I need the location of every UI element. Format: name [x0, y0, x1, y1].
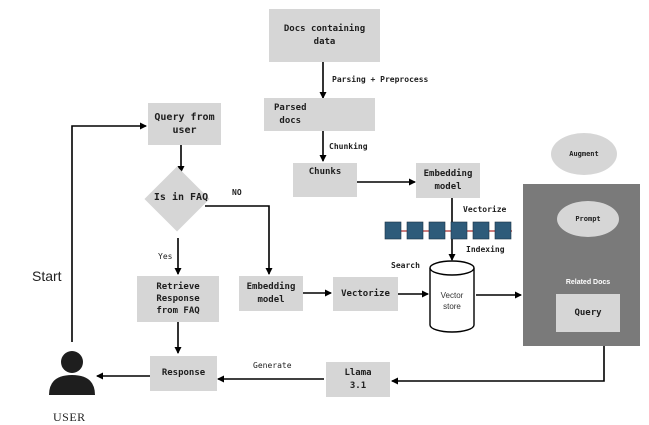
start-label: Start — [32, 268, 62, 284]
vector-store-cylinder — [429, 260, 475, 333]
parsed-docs-node: Parsed docs — [264, 98, 375, 131]
vectorize-node: Vectorize — [333, 277, 398, 311]
query-from-user-node: Query from user — [148, 103, 221, 145]
response-node: Response — [150, 356, 217, 391]
vector-square — [384, 221, 402, 240]
parsing-label: Parsing + Preprocess — [332, 75, 429, 84]
llama-node: Llama 3.1 — [326, 362, 390, 397]
chunks-label: Chunks — [308, 167, 342, 177]
embedding-vectors-row — [384, 221, 512, 240]
retrieve-response-node: Retrieve Response from FAQ — [137, 276, 219, 322]
vector-square — [406, 221, 424, 240]
user-label: USER — [53, 410, 86, 424]
yes-label: Yes — [158, 252, 173, 261]
search-label: Search — [391, 261, 420, 270]
chunking-label: Chunking — [329, 142, 368, 151]
vector-store-label: Vector store — [440, 291, 464, 312]
edge-faq-no — [205, 205, 273, 275]
is-in-faq-label: Is in FAQ — [153, 192, 209, 203]
generate-label: Generate — [253, 361, 292, 370]
parsed-docs-label: Parsed docs — [274, 103, 307, 126]
vector-square — [450, 221, 468, 240]
vector-square — [494, 221, 512, 240]
vector-square — [472, 221, 490, 240]
docs-node: Docs containing data — [269, 9, 380, 62]
prompt-oval: Prompt — [557, 201, 619, 237]
augment-oval: Augment — [551, 133, 617, 175]
embedding-model-top-node: Embedding model — [416, 163, 480, 198]
edge-user-query — [71, 122, 147, 342]
chunks-node: Chunks — [293, 163, 357, 197]
edge-augment-llama — [391, 346, 605, 385]
no-label: NO — [232, 188, 242, 197]
augment-query-box: Query — [556, 294, 620, 332]
vector-square — [428, 221, 446, 240]
vectorize-edge-label: Vectorize — [463, 205, 507, 214]
related-docs-label: Related Docs — [565, 279, 611, 286]
indexing-label: Indexing — [466, 245, 505, 254]
embedding-model-mid-node: Embedding model — [239, 276, 303, 311]
user-icon — [49, 351, 95, 395]
